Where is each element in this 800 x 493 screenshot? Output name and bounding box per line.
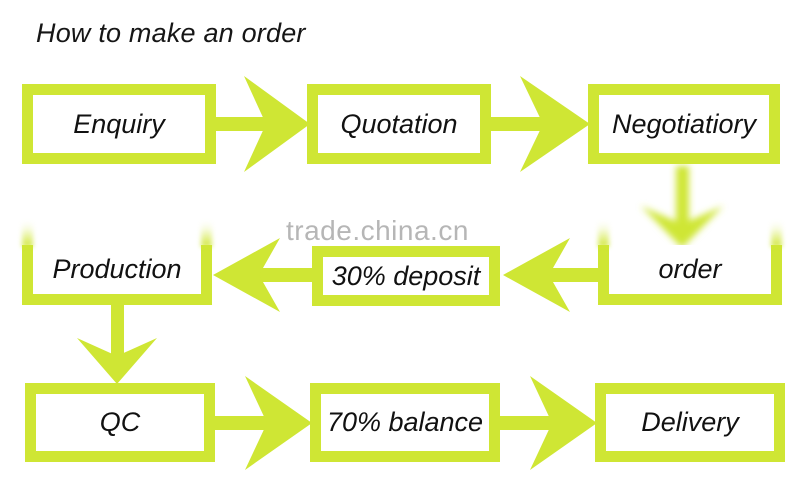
flow-node-enquiry[interactable]: Enquiry <box>22 84 216 164</box>
flow-node-label: Production <box>52 254 182 284</box>
connector-deposit-to-production <box>213 238 312 312</box>
border-glow-left <box>598 221 609 247</box>
connector-balance-to-delivery <box>500 376 597 470</box>
connector-qc-to-balance <box>215 376 312 470</box>
border-glow-right <box>771 221 782 247</box>
connector-quotation-to-negotiatiory <box>491 76 590 172</box>
flow-node-quotation[interactable]: Quotation <box>307 84 491 164</box>
connector-order-to-deposit <box>503 238 602 312</box>
flow-node-deposit[interactable]: 30% deposit <box>312 246 500 306</box>
watermark: trade.china.cn <box>286 215 469 246</box>
flow-node-label: Negotiatiory <box>611 108 757 139</box>
flow-node-label: Enquiry <box>73 108 165 139</box>
page-title: How to make an order <box>36 18 306 48</box>
border-glow-left <box>22 221 33 247</box>
flow-node-label: 70% balance <box>326 407 484 437</box>
flow-node-production[interactable]: Production <box>22 221 212 305</box>
flow-node-label: Quotation <box>340 108 458 139</box>
flow-node-label: QC <box>99 407 141 437</box>
flow-node-label: Delivery <box>641 407 739 437</box>
flow-node-balance[interactable]: 70% balance <box>310 383 500 462</box>
connector-negotiatiory-to-order <box>641 166 723 248</box>
flow-node-qc[interactable]: QC <box>25 383 215 462</box>
flow-node-label: order <box>658 254 722 284</box>
node-fill <box>33 245 201 294</box>
flow-node-delivery[interactable]: Delivery <box>595 383 785 462</box>
flow-node-order[interactable]: order <box>598 221 782 305</box>
border-glow-right <box>201 221 212 247</box>
node-fill <box>609 245 771 294</box>
connector-enquiry-to-quotation <box>216 76 310 172</box>
flow-node-label: 30% deposit <box>331 260 481 291</box>
flow-node-negotiatiory[interactable]: Negotiatiory <box>588 84 780 164</box>
connector-production-to-qc <box>77 300 157 384</box>
